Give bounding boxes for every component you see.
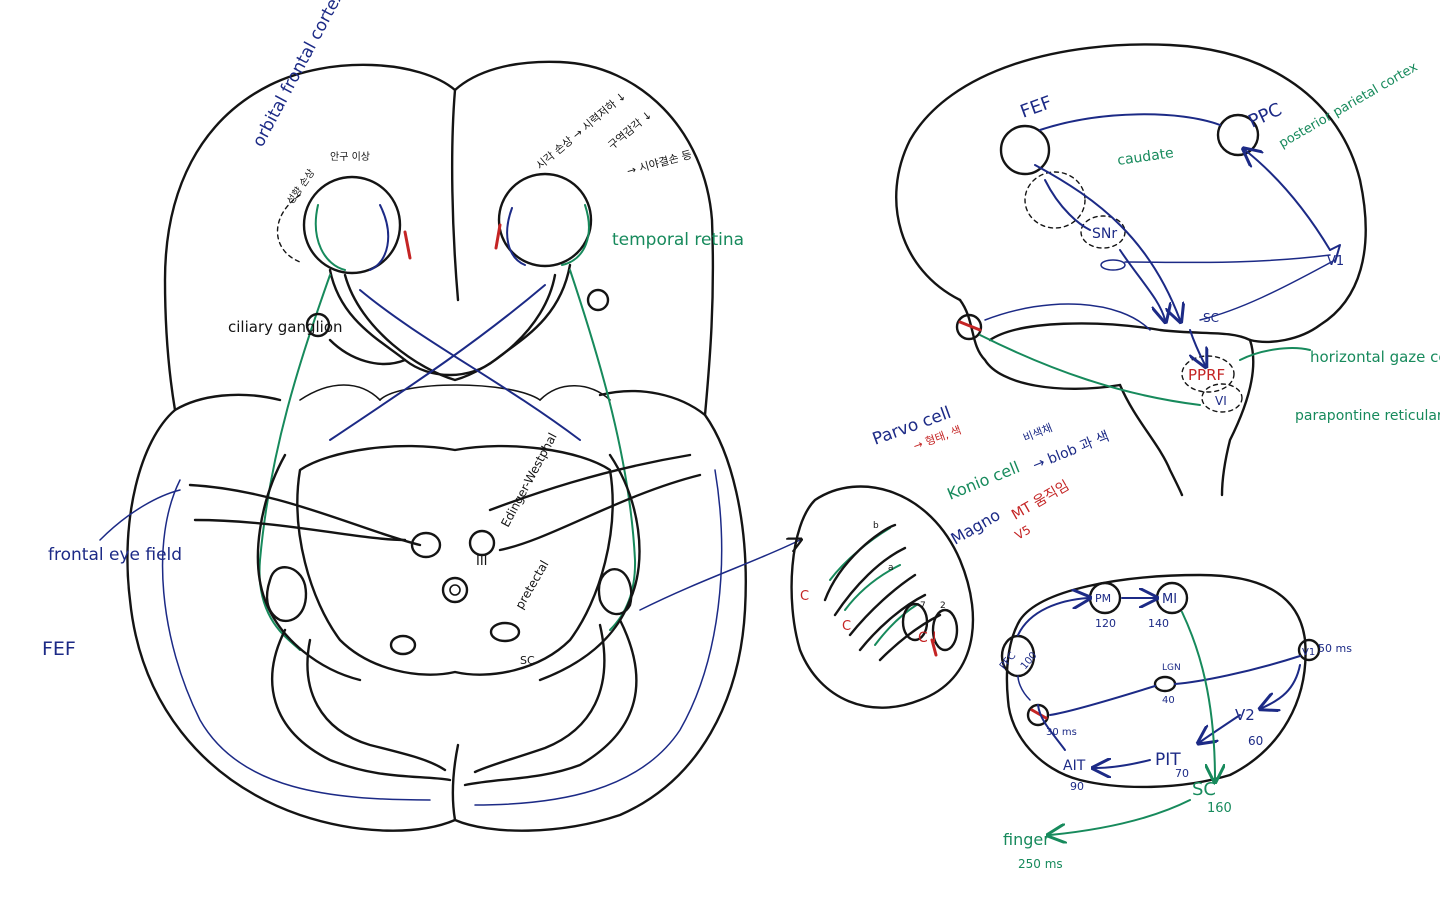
finger-ms: 250 ms xyxy=(1018,857,1063,871)
pm-ms: 120 xyxy=(1095,617,1116,630)
vi-label: VI xyxy=(1215,394,1227,408)
nucleus-three-label: III xyxy=(476,554,488,569)
pit-label: PIT xyxy=(1155,750,1181,770)
fef-node xyxy=(999,124,1051,176)
ppc-label: PPC xyxy=(1245,99,1285,133)
lgn-axial xyxy=(265,566,633,623)
pretectal-label: pretectal xyxy=(512,558,551,612)
layer-ci-label: C I xyxy=(918,630,936,646)
m1-ms: 140 xyxy=(1148,617,1169,630)
fef-axial-label: FEF xyxy=(42,638,76,660)
en-nucleus-right xyxy=(468,529,496,557)
v1-timing-label: V1 xyxy=(1302,647,1315,658)
pit-ms: 70 xyxy=(1175,767,1189,780)
optic-radiations xyxy=(161,469,723,806)
sc-ms: 160 xyxy=(1207,801,1232,816)
lgn-ms: 40 xyxy=(1162,695,1175,706)
v1-lateral-label: V1 xyxy=(1327,254,1344,269)
konio-note-ko: 비색채 xyxy=(1021,421,1054,444)
ciliary-ganglia xyxy=(305,288,610,338)
frontal-eye-field-label: frontal eye field xyxy=(48,545,182,565)
ofc-note-right: 안구 이상 xyxy=(330,151,370,163)
magno-note: MT 움직임 xyxy=(1009,478,1072,524)
snr-label: SNr xyxy=(1092,226,1117,242)
magno-label: Magno xyxy=(948,505,1004,548)
v2-ms: 60 xyxy=(1248,734,1263,748)
magno-note-v5: V5 xyxy=(1013,523,1034,543)
m1-label: MI xyxy=(1162,592,1177,607)
sc-lateral-label: SC xyxy=(1203,311,1219,325)
axial-brain-outline xyxy=(126,60,747,832)
layer-mark-7: 7 xyxy=(920,601,926,611)
horizontal-gaze-center-label: horizontal gaze center xyxy=(1310,348,1440,366)
midbrain-outline xyxy=(296,384,614,676)
ofc-note-left: 성향 손상 xyxy=(285,167,318,207)
pm-label: PM xyxy=(1095,592,1111,605)
fef-lateral-label: FEF xyxy=(1018,92,1055,123)
orbital-frontal-cortex-label: orbital frontal cortex xyxy=(249,0,349,150)
finger-label: finger xyxy=(1003,830,1050,849)
pretectal-nucleus xyxy=(489,621,521,643)
retina-ms: 30 ms xyxy=(1046,727,1077,738)
layer-c-lower-label: C xyxy=(842,619,851,634)
posterior-parietal-cortex-label: posterior parietal cortex xyxy=(1277,60,1421,152)
lgn-inset xyxy=(790,485,975,709)
ait-label: AIT xyxy=(1063,758,1086,774)
sc-timing-label: SC xyxy=(1192,779,1216,800)
paramedian-pontine-label: parapontine reticular formation xyxy=(1295,408,1440,424)
caudate-label: caudate xyxy=(1116,145,1174,169)
sc-axial-label: SC xyxy=(520,654,535,667)
lateral-brain-outline xyxy=(895,43,1367,497)
pprf-label: PPRF xyxy=(1188,366,1225,384)
lgn-label: LGN xyxy=(1162,663,1181,673)
top-note-3: → 시야결손 등 xyxy=(625,148,693,178)
top-note-2: 구역감각 ↓ xyxy=(606,108,655,152)
pfc-ms: 100 xyxy=(1019,650,1040,672)
ppc-node xyxy=(1216,113,1260,157)
v1-ms: 50 ms xyxy=(1318,642,1352,655)
ait-ms: 90 xyxy=(1070,780,1084,793)
fef-projections xyxy=(99,453,800,611)
layer-mark-a: a xyxy=(888,563,894,573)
v2-label: V2 xyxy=(1235,706,1255,724)
timing-diagram xyxy=(1000,573,1321,835)
konio-cell-label: Konio cell xyxy=(944,457,1022,503)
temporal-retina-label: temporal retina xyxy=(612,230,744,250)
layer-mark-2: 2 xyxy=(940,601,946,611)
right-eye xyxy=(494,172,593,268)
en-nucleus-left xyxy=(410,531,442,559)
layer-mark-b: b xyxy=(873,521,879,531)
top-note-1: 시각 손상 → 시력저하 ↓ xyxy=(533,89,629,173)
left-eye xyxy=(276,175,412,275)
layer-c-label: C xyxy=(800,589,809,604)
ciliary-ganglion-label: ciliary ganglion xyxy=(228,318,343,336)
